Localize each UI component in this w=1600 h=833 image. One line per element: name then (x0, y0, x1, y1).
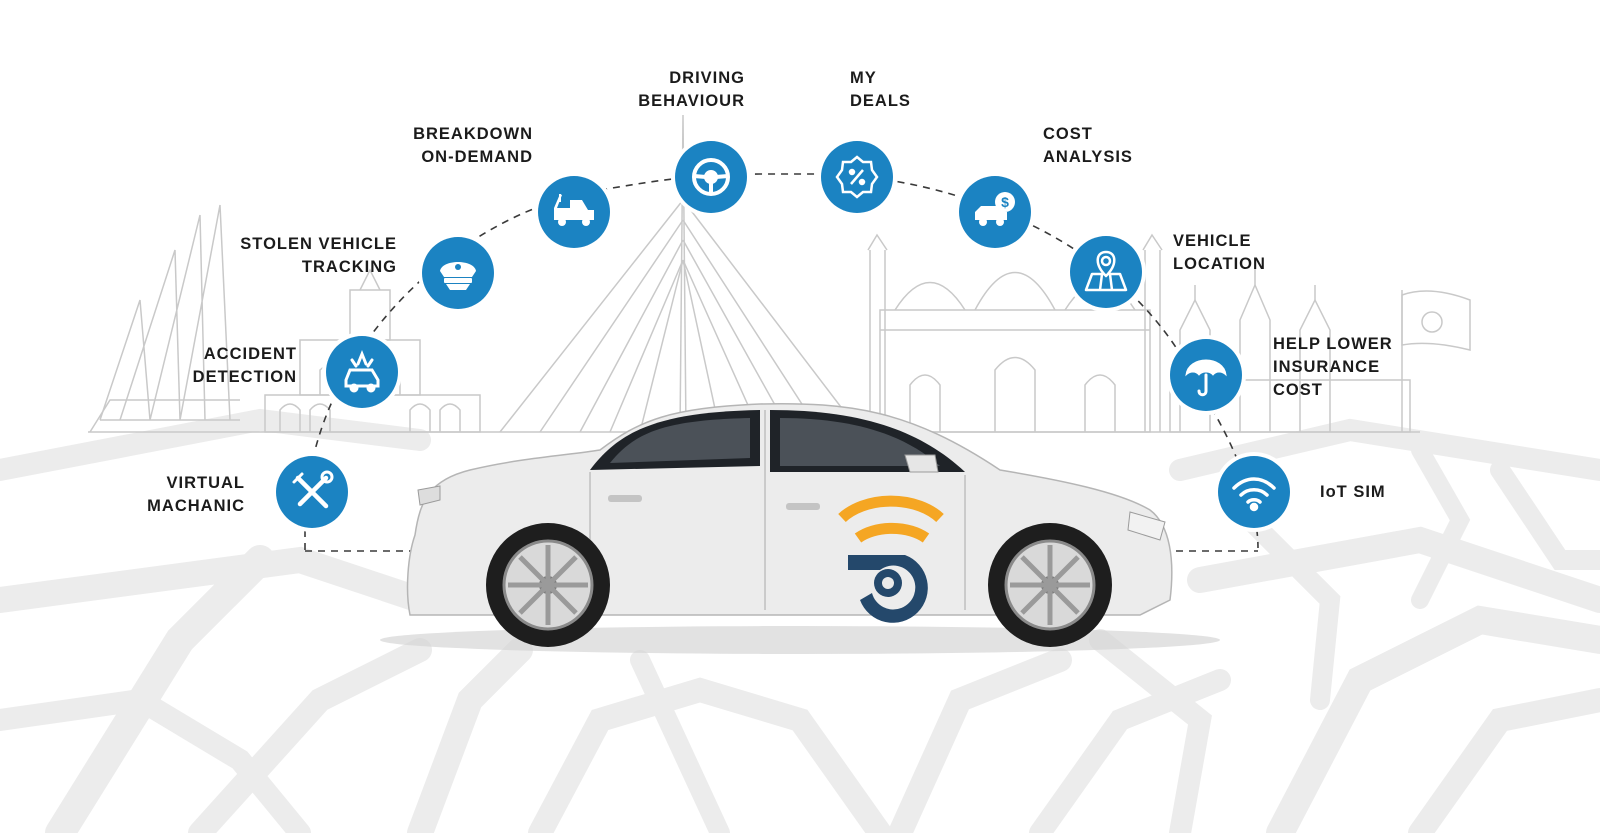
label-line: MY (850, 69, 877, 87)
label-line: BREAKDOWN (413, 125, 533, 143)
accident-detection-icon-badge (322, 332, 402, 412)
label-cost-analysis: COST ANALYSIS (1043, 123, 1133, 169)
umbrella-icon (1185, 359, 1227, 397)
cost-analysis-icon-badge: $ (955, 172, 1035, 252)
label-line: ANALYSIS (1043, 148, 1133, 166)
label-help-lower-insurance-cost: HELP LOWER INSURANCE COST (1273, 333, 1393, 402)
label-line: LOCATION (1173, 255, 1266, 273)
label-line: INSURANCE (1273, 358, 1381, 376)
label-line: MACHANIC (147, 497, 245, 515)
brand-logo (838, 495, 944, 623)
label-my-deals: MY DEALS (850, 67, 911, 113)
stolen-vehicle-tracking-icon-badge (418, 233, 498, 313)
breakdown-on-demand-icon-badge (534, 172, 614, 252)
label-iot-sim: IoT SIM (1320, 481, 1386, 504)
rear-wheel (486, 523, 610, 647)
label-line: DRIVING (669, 69, 745, 87)
driving-behaviour-icon-badge (671, 137, 751, 217)
svg-text:$: $ (1001, 194, 1009, 210)
label-line: DETECTION (192, 368, 297, 386)
police-cap-icon (440, 262, 476, 290)
label-line: VEHICLE (1173, 232, 1252, 250)
label-line: STOLEN VEHICLE (240, 235, 397, 253)
wrench-screwdriver-icon (292, 470, 334, 509)
label-line: ON-DEMAND (421, 148, 533, 166)
dashed-connector-arc (304, 173, 1259, 550)
car-dollar-icon: $ (975, 192, 1015, 226)
label-driving-behaviour: DRIVING BEHAVIOUR (638, 67, 745, 113)
map-pin-icon (1084, 250, 1128, 292)
label-line: BEHAVIOUR (638, 92, 745, 110)
front-wheel (988, 523, 1112, 647)
label-accident-detection: ACCIDENT DETECTION (193, 343, 297, 389)
my-deals-icon-badge (817, 137, 897, 217)
car-illustration (380, 403, 1220, 654)
label-line: COST (1043, 125, 1093, 143)
discount-badge-icon (835, 155, 879, 199)
wifi-icon (1232, 477, 1276, 512)
label-line: COST (1273, 381, 1323, 399)
steering-wheel-icon (692, 158, 730, 196)
crashed-car-icon (344, 349, 380, 393)
tow-truck-icon (554, 194, 594, 226)
feature-icons: $ (272, 137, 1294, 532)
label-line: ACCIDENT (203, 345, 297, 363)
label-stolen-vehicle-tracking: STOLEN VEHICLE TRACKING (240, 233, 397, 279)
label-line: HELP LOWER (1273, 335, 1393, 353)
virtual-machanic-icon-badge (272, 452, 352, 532)
label-line: TRACKING (301, 258, 397, 276)
help-lower-insurance-cost-icon-badge (1166, 335, 1246, 415)
label-line: VIRTUAL (166, 474, 245, 492)
label-breakdown-on-demand: BREAKDOWN ON-DEMAND (413, 123, 533, 169)
iot-sim-icon-badge (1214, 452, 1294, 532)
label-line: IoT SIM (1320, 483, 1386, 501)
label-line: DEALS (850, 92, 911, 110)
vehicle-location-icon-badge (1066, 232, 1146, 312)
label-virtual-machanic: VIRTUAL MACHANIC (147, 472, 245, 518)
label-vehicle-location: VEHICLE LOCATION (1173, 230, 1266, 276)
